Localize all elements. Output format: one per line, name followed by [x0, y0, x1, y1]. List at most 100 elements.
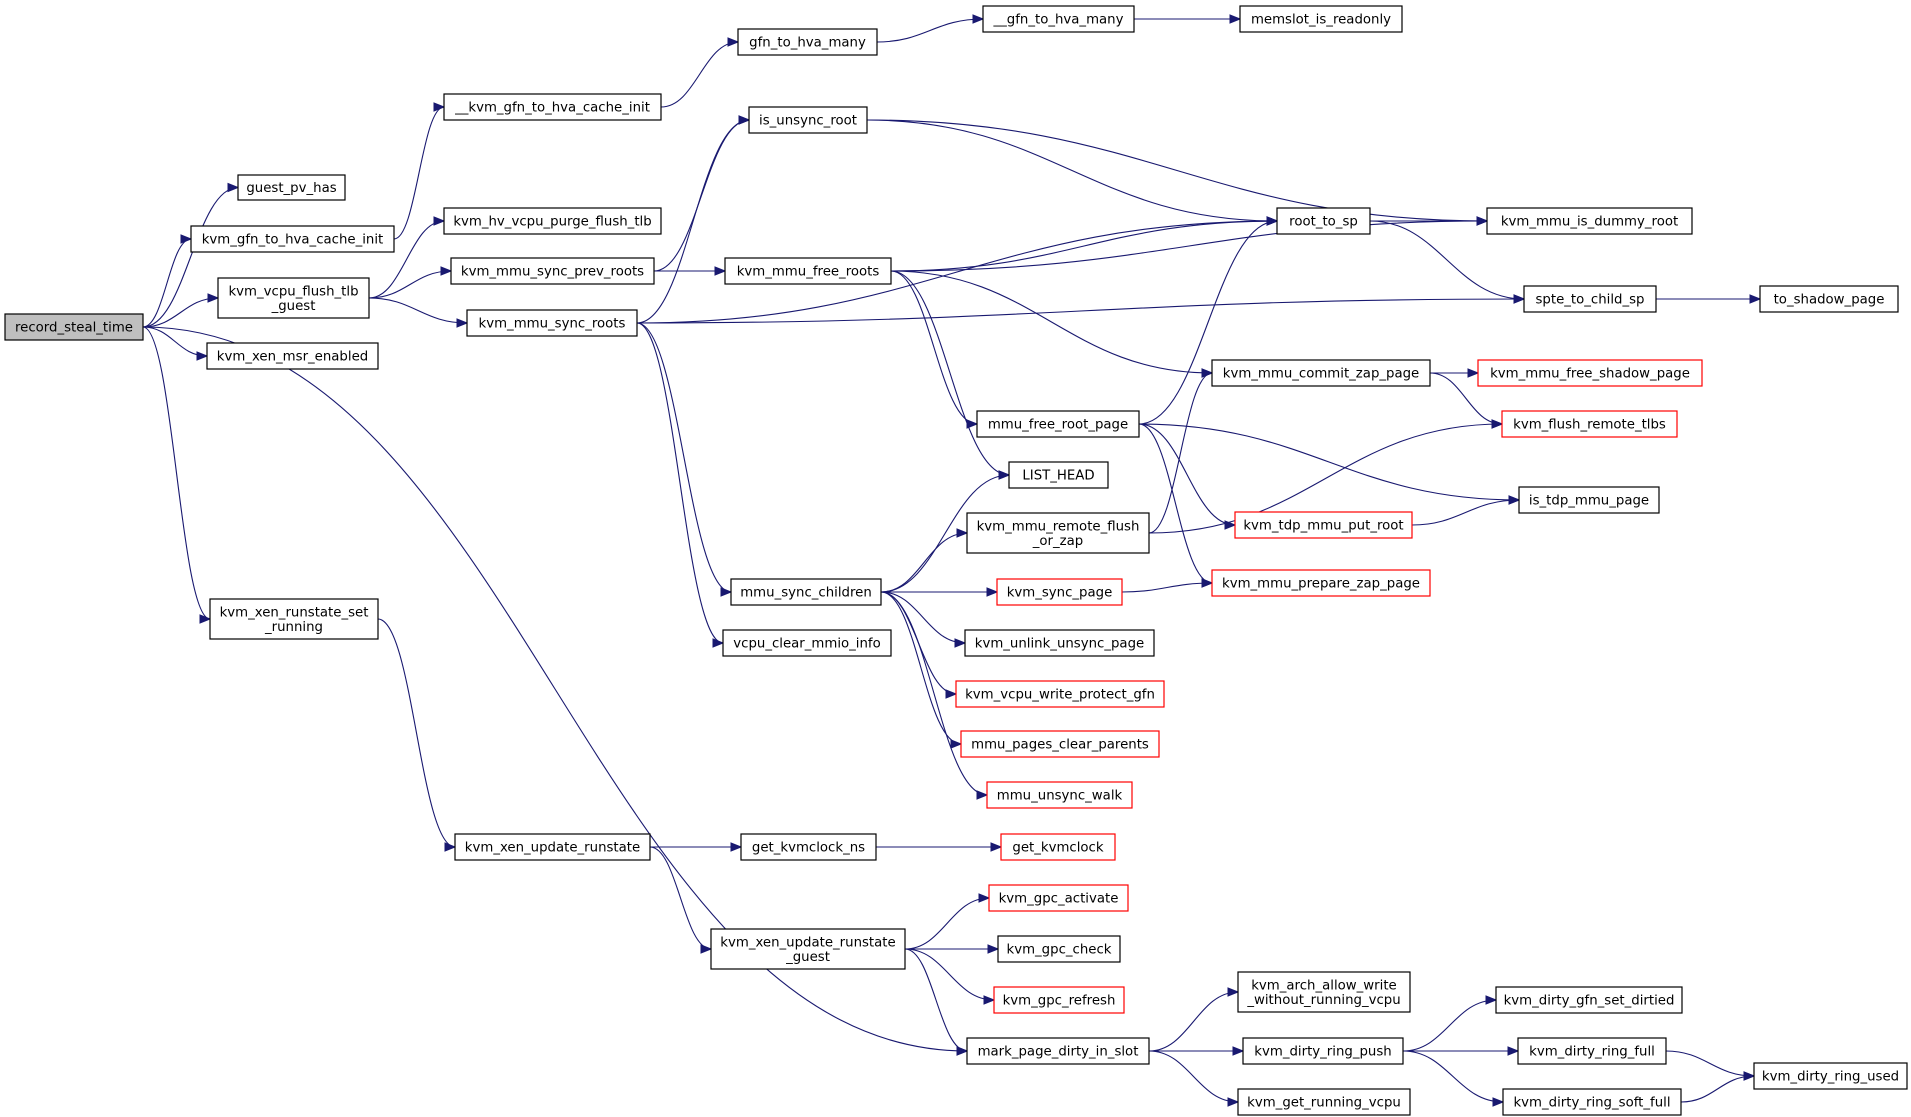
node-kvm_xen_runstate_set_running[interactable]: kvm_xen_runstate_set_running — [209, 598, 379, 640]
node-to_shadow_page[interactable]: to_shadow_page — [1759, 285, 1899, 313]
node-kvm_xen_msr_enabled[interactable]: kvm_xen_msr_enabled — [206, 342, 379, 370]
node-kvm_vcpu_flush_tlb_guest[interactable]: kvm_vcpu_flush_tlb_guest — [217, 277, 370, 319]
node-kvm_vcpu_write_protect_gfn[interactable]: kvm_vcpu_write_protect_gfn — [955, 680, 1165, 708]
node-box-kvm_flush_remote_tlbs[interactable] — [1501, 410, 1678, 438]
node-kvm_mmu_prepare_zap_page[interactable]: kvm_mmu_prepare_zap_page — [1211, 569, 1431, 597]
node-box-kvm_get_running_vcpu[interactable] — [1237, 1088, 1411, 1116]
node-box-kvm_dirty_ring_full[interactable] — [1517, 1037, 1667, 1065]
node-kvm_get_running_vcpu[interactable]: kvm_get_running_vcpu — [1237, 1088, 1411, 1116]
node-kvm_xen_update_runstate_guest[interactable]: kvm_xen_update_runstate_guest — [710, 928, 906, 970]
node-box-kvm_vcpu_write_protect_gfn[interactable] — [955, 680, 1165, 708]
node-box-is_tdp_mmu_page[interactable] — [1518, 486, 1660, 514]
node-mmu_unsync_walk[interactable]: mmu_unsync_walk — [986, 781, 1133, 809]
node-kvm_mmu_free_roots[interactable]: kvm_mmu_free_roots — [724, 257, 892, 285]
node-box-kvm_sync_page[interactable] — [996, 578, 1123, 606]
node-root_to_sp[interactable]: root_to_sp — [1276, 207, 1371, 235]
node-box-root_to_sp[interactable] — [1276, 207, 1371, 235]
node-box-kvm_mmu_sync_prev_roots[interactable] — [450, 257, 655, 285]
node-box-kvm_mmu_sync_roots[interactable] — [466, 309, 638, 337]
node-box-kvm_mmu_is_dummy_root[interactable] — [1486, 207, 1693, 235]
node-guest_pv_has[interactable]: guest_pv_has — [237, 174, 346, 201]
node-box-__kvm_gfn_to_hva_cache_init[interactable] — [443, 93, 662, 121]
node-mmu_free_root_page[interactable]: mmu_free_root_page — [976, 410, 1140, 438]
node-box-kvm_arch_allow_write_without_running_vcpu[interactable] — [1237, 971, 1411, 1013]
node-kvm_unlink_unsync_page[interactable]: kvm_unlink_unsync_page — [964, 629, 1155, 657]
node-__kvm_gfn_to_hva_cache_init[interactable]: __kvm_gfn_to_hva_cache_init — [443, 93, 662, 121]
node-box-is_unsync_root[interactable] — [748, 106, 868, 134]
node-is_tdp_mmu_page[interactable]: is_tdp_mmu_page — [1518, 486, 1660, 514]
node-gfn_to_hva_many[interactable]: gfn_to_hva_many — [737, 28, 878, 56]
node-box-LIST_HEAD[interactable] — [1008, 461, 1109, 489]
node-kvm_dirty_ring_used[interactable]: kvm_dirty_ring_used — [1753, 1062, 1908, 1090]
node-box-to_shadow_page[interactable] — [1759, 285, 1899, 313]
node-mmu_pages_clear_parents[interactable]: mmu_pages_clear_parents — [960, 730, 1160, 758]
node-kvm_flush_remote_tlbs[interactable]: kvm_flush_remote_tlbs — [1501, 410, 1678, 438]
node-box-kvm_gpc_activate[interactable] — [988, 884, 1129, 912]
node-kvm_dirty_ring_push[interactable]: kvm_dirty_ring_push — [1242, 1037, 1404, 1065]
node-box-record_steal_time[interactable] — [4, 313, 144, 341]
node-kvm_tdp_mmu_put_root[interactable]: kvm_tdp_mmu_put_root — [1234, 511, 1413, 539]
node-record_steal_time[interactable]: record_steal_time — [4, 313, 144, 341]
node-box-mmu_pages_clear_parents[interactable] — [960, 730, 1160, 758]
node-box-kvm_xen_msr_enabled[interactable] — [206, 342, 379, 370]
node-box-guest_pv_has[interactable] — [237, 174, 346, 201]
node-kvm_mmu_free_shadow_page[interactable]: kvm_mmu_free_shadow_page — [1477, 359, 1703, 387]
node-get_kvmclock_ns[interactable]: get_kvmclock_ns — [740, 833, 877, 861]
node-kvm_sync_page[interactable]: kvm_sync_page — [996, 578, 1123, 606]
node-box-kvm_mmu_free_roots[interactable] — [724, 257, 892, 285]
node-__gfn_to_hva_many[interactable]: __gfn_to_hva_many — [982, 5, 1135, 33]
node-box-kvm_dirty_ring_push[interactable] — [1242, 1037, 1404, 1065]
node-kvm_mmu_sync_roots[interactable]: kvm_mmu_sync_roots — [466, 309, 638, 337]
node-mark_page_dirty_in_slot[interactable]: mark_page_dirty_in_slot — [966, 1037, 1150, 1065]
node-kvm_dirty_ring_full[interactable]: kvm_dirty_ring_full — [1517, 1037, 1667, 1065]
node-vcpu_clear_mmio_info[interactable]: vcpu_clear_mmio_info — [722, 629, 892, 657]
node-kvm_mmu_commit_zap_page[interactable]: kvm_mmu_commit_zap_page — [1211, 359, 1431, 387]
node-box-kvm_gpc_refresh[interactable] — [993, 986, 1125, 1014]
node-box-mmu_sync_children[interactable] — [730, 578, 882, 606]
node-box-kvm_mmu_remote_flush_or_zap[interactable] — [966, 512, 1150, 554]
node-kvm_arch_allow_write_without_running_vcpu[interactable]: kvm_arch_allow_write_without_running_vcp… — [1237, 971, 1411, 1013]
node-box-kvm_vcpu_flush_tlb_guest[interactable] — [217, 277, 370, 319]
node-spte_to_child_sp[interactable]: spte_to_child_sp — [1523, 285, 1657, 313]
node-get_kvmclock[interactable]: get_kvmclock — [1000, 833, 1116, 861]
node-box-memslot_is_readonly[interactable] — [1239, 5, 1403, 33]
node-box-gfn_to_hva_many[interactable] — [737, 28, 878, 56]
node-box-mmu_unsync_walk[interactable] — [986, 781, 1133, 809]
node-box-kvm_mmu_prepare_zap_page[interactable] — [1211, 569, 1431, 597]
node-box-get_kvmclock_ns[interactable] — [740, 833, 877, 861]
node-box-get_kvmclock[interactable] — [1000, 833, 1116, 861]
node-box-kvm_mmu_commit_zap_page[interactable] — [1211, 359, 1431, 387]
node-box-kvm_dirty_ring_soft_full[interactable] — [1502, 1088, 1682, 1116]
node-kvm_dirty_ring_soft_full[interactable]: kvm_dirty_ring_soft_full — [1502, 1088, 1682, 1116]
node-is_unsync_root[interactable]: is_unsync_root — [748, 106, 868, 134]
node-box-kvm_dirty_gfn_set_dirtied[interactable] — [1495, 986, 1683, 1014]
node-box-kvm_tdp_mmu_put_root[interactable] — [1234, 511, 1413, 539]
node-kvm_hv_vcpu_purge_flush_tlb[interactable]: kvm_hv_vcpu_purge_flush_tlb — [443, 207, 662, 235]
node-box-kvm_xen_update_runstate_guest[interactable] — [710, 928, 906, 970]
node-kvm_gfn_to_hva_cache_init[interactable]: kvm_gfn_to_hva_cache_init — [190, 225, 395, 253]
node-kvm_gpc_refresh[interactable]: kvm_gpc_refresh — [993, 986, 1125, 1014]
node-box-mmu_free_root_page[interactable] — [976, 410, 1140, 438]
node-box-mark_page_dirty_in_slot[interactable] — [966, 1037, 1150, 1065]
node-kvm_xen_update_runstate[interactable]: kvm_xen_update_runstate — [454, 833, 651, 861]
node-kvm_mmu_sync_prev_roots[interactable]: kvm_mmu_sync_prev_roots — [450, 257, 655, 285]
node-box-__gfn_to_hva_many[interactable] — [982, 5, 1135, 33]
node-box-kvm_unlink_unsync_page[interactable] — [964, 629, 1155, 657]
node-kvm_dirty_gfn_set_dirtied[interactable]: kvm_dirty_gfn_set_dirtied — [1495, 986, 1683, 1014]
node-box-kvm_gfn_to_hva_cache_init[interactable] — [190, 225, 395, 253]
node-box-kvm_xen_runstate_set_running[interactable] — [209, 598, 379, 640]
node-LIST_HEAD[interactable]: LIST_HEAD — [1008, 461, 1109, 489]
node-box-kvm_dirty_ring_used[interactable] — [1753, 1062, 1908, 1090]
node-kvm_mmu_is_dummy_root[interactable]: kvm_mmu_is_dummy_root — [1486, 207, 1693, 235]
node-box-kvm_hv_vcpu_purge_flush_tlb[interactable] — [443, 207, 662, 235]
node-box-kvm_gpc_check[interactable] — [997, 935, 1121, 963]
node-mmu_sync_children[interactable]: mmu_sync_children — [730, 578, 882, 606]
node-memslot_is_readonly[interactable]: memslot_is_readonly — [1239, 5, 1403, 33]
node-box-vcpu_clear_mmio_info[interactable] — [722, 629, 892, 657]
node-box-kvm_xen_update_runstate[interactable] — [454, 833, 651, 861]
node-kvm_gpc_check[interactable]: kvm_gpc_check — [997, 935, 1121, 963]
node-box-kvm_mmu_free_shadow_page[interactable] — [1477, 359, 1703, 387]
node-kvm_gpc_activate[interactable]: kvm_gpc_activate — [988, 884, 1129, 912]
node-box-spte_to_child_sp[interactable] — [1523, 285, 1657, 313]
node-kvm_mmu_remote_flush_or_zap[interactable]: kvm_mmu_remote_flush_or_zap — [966, 512, 1150, 554]
